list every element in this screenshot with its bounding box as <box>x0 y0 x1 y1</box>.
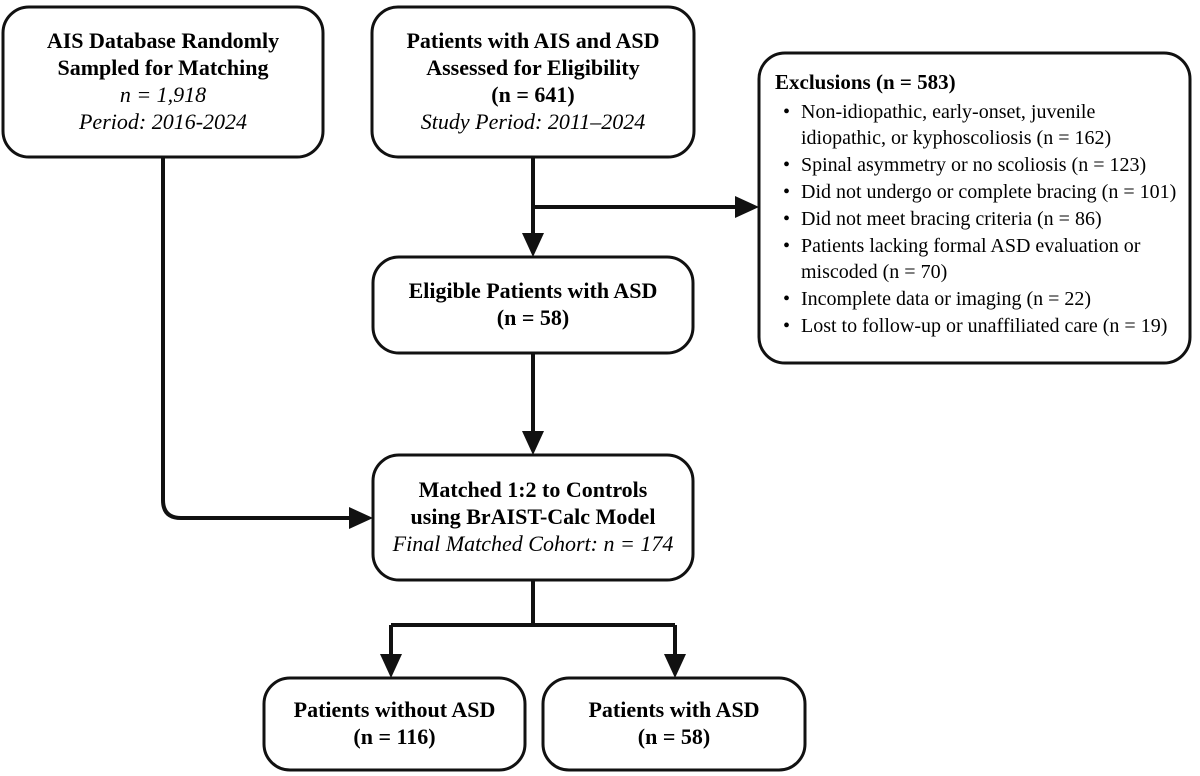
arrowhead-assessed-to-exclusions <box>735 196 759 218</box>
arrowhead-matched-to-without-asd <box>380 654 402 678</box>
exclusion-item: • Lost to follow-up or unaffiliated care … <box>775 313 1183 339</box>
node-box-exclusions[interactable] <box>757 51 1192 365</box>
exclusion-item-text: Did not undergo or complete bracing (n =… <box>801 181 1177 203</box>
exclusion-item: • Did not undergo or complete bracing (n … <box>775 179 1183 205</box>
exclusion-item-text: Incomplete data or imaging (n = 22) <box>801 288 1092 310</box>
exclusion-item-text: Lost to follow-up or unaffiliated care (… <box>801 315 1168 337</box>
connector-database-to-matched <box>161 157 355 520</box>
node-box-assessed-eligibility[interactable] <box>370 5 696 159</box>
exclusion-item-text: Patients lacking formal ASD evaluation o… <box>801 235 1141 283</box>
exclusions-content: Exclusions (n = 583) • Non-idiopathic, ea… <box>775 70 1183 350</box>
bullet-icon: • <box>783 208 791 230</box>
exclusion-item: • Did not meet bracing criteria (n = 86) <box>775 206 1183 232</box>
node-box-eligible-patients[interactable] <box>371 255 695 355</box>
bullet-icon: • <box>783 154 791 176</box>
arrowhead-matched-to-with-asd <box>664 654 686 678</box>
arrowhead-eligible-to-matched <box>522 431 544 455</box>
connector-matched-split <box>389 580 677 660</box>
bullet-icon: • <box>783 181 791 203</box>
bullet-icon: • <box>783 101 791 123</box>
exclusion-item: • Spinal asymmetry or no scoliosis (n = 1… <box>775 152 1183 178</box>
node-box-patients-without-asd[interactable] <box>262 676 527 772</box>
arrowhead-assessed-to-eligible <box>522 233 544 257</box>
exclusion-item: • Incomplete data or imaging (n = 22) <box>775 286 1183 312</box>
node-box-patients-with-asd[interactable] <box>541 676 807 772</box>
exclusions-title: Exclusions (n = 583) <box>775 70 956 94</box>
arrowhead-database-to-matched <box>349 507 373 529</box>
node-box-ais-database[interactable] <box>1 5 325 159</box>
exclusions-list: • Non-idiopathic, early-onset, juvenile i… <box>775 99 1183 339</box>
bullet-icon: • <box>783 235 791 257</box>
exclusion-item-text: Spinal asymmetry or no scoliosis (n = 12… <box>801 154 1147 176</box>
exclusion-item-text: Did not meet bracing criteria (n = 86) <box>801 208 1102 230</box>
bullet-icon: • <box>783 315 791 337</box>
exclusion-item: • Non-idiopathic, early-onset, juvenile i… <box>775 99 1183 151</box>
exclusion-item: • Patients lacking formal ASD evaluation … <box>775 233 1183 285</box>
bullet-icon: • <box>783 288 791 310</box>
node-box-matched-controls[interactable] <box>371 453 695 582</box>
exclusion-item-text: Non-idiopathic, early-onset, juvenile id… <box>801 101 1112 149</box>
